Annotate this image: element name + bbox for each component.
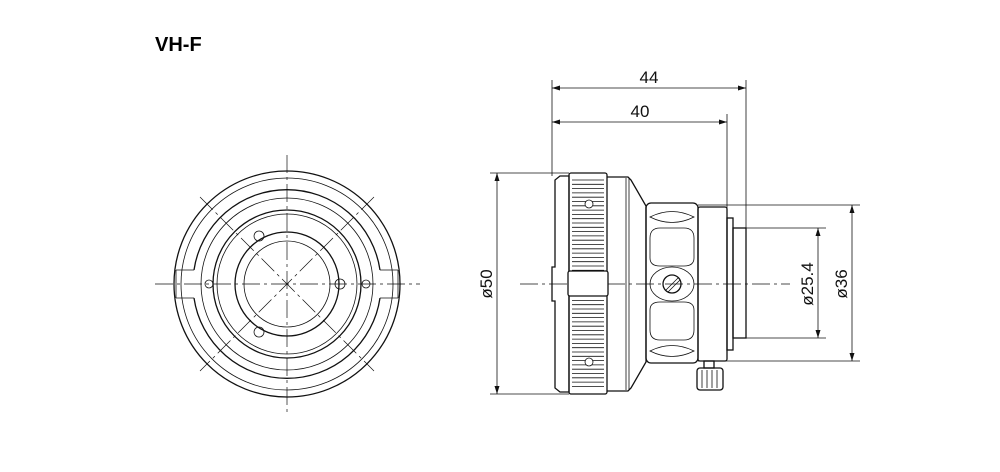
side-view [520, 172, 790, 395]
dim-outer-diameter: ø50 [477, 269, 496, 298]
dim-overall-length: 44 [640, 68, 659, 87]
drawing-title: VH-F [155, 34, 202, 56]
dim-rear-diameter: ø36 [832, 269, 851, 298]
dim-body-length: 40 [631, 102, 650, 121]
front-view [155, 155, 420, 415]
dimension-lines [490, 80, 860, 395]
dim-mount-diameter: ø25.4 [798, 262, 817, 305]
